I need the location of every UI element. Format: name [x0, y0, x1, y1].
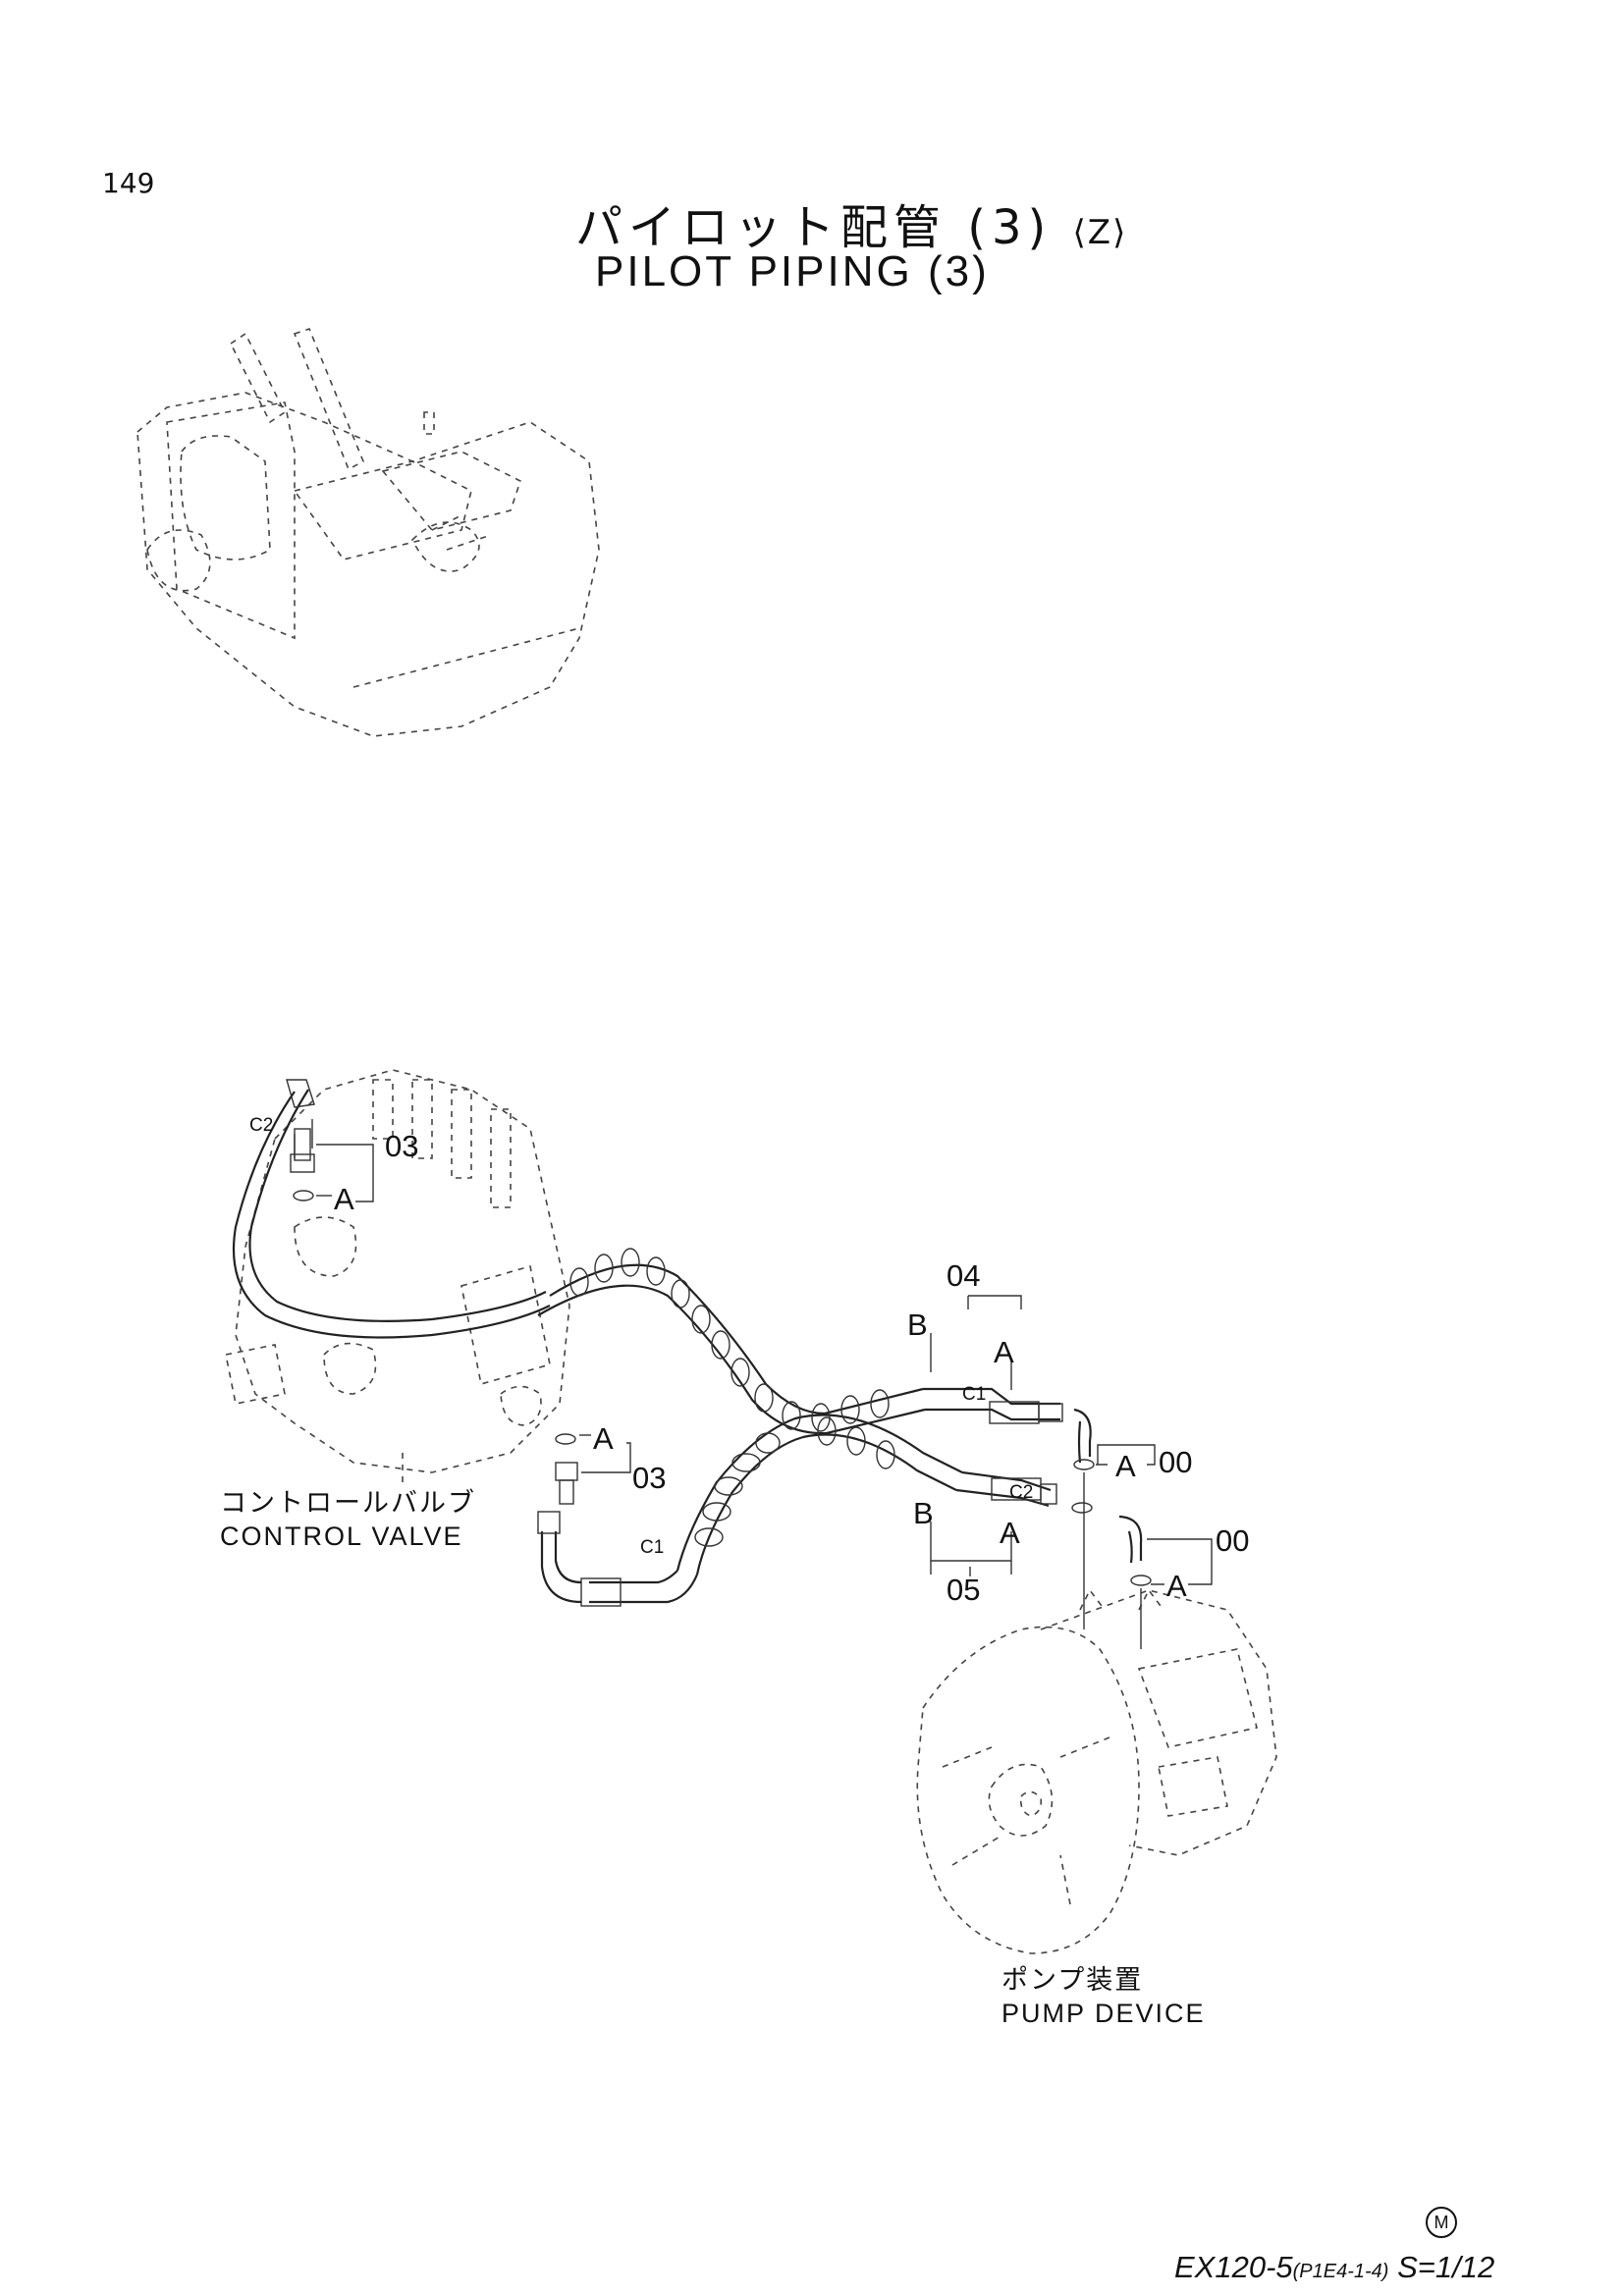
title-variant: ⟨Z⟩ [1072, 213, 1128, 252]
hose-assembly-04 [923, 1387, 1095, 1470]
label-ref-a-00-upper: A [1115, 1449, 1136, 1483]
title-japanese-text: パイロット配管 (3) [575, 200, 1053, 255]
label-c1-control-valve: C1 [640, 1537, 664, 1558]
control-valve-label-en: CONTROL VALVE [220, 1522, 463, 1551]
label-c1-04: C1 [962, 1384, 986, 1405]
footer-model: EX120-5 [1174, 2250, 1293, 2284]
control-valve-label-jp: コントロールバルブ [220, 1488, 476, 1518]
label-part-00-upper: 00 [1159, 1445, 1192, 1479]
fitting-03-lower [555, 1433, 578, 1505]
pump-device-label-jp: ポンプ装置 [1001, 1965, 1143, 1995]
maker-mark-icon: M [1426, 2207, 1457, 2238]
page-number: 149 [102, 167, 155, 199]
label-ref-b-04: B [907, 1308, 928, 1342]
fitting-03-upper [290, 1128, 315, 1201]
title-english: PILOT PIPING (3) [595, 247, 990, 295]
label-c2-05: C2 [1009, 1482, 1033, 1503]
coiled-hose-upper [537, 1263, 926, 1435]
label-part-03-lower: 03 [632, 1461, 666, 1495]
label-ref-a-cv-lower: A [593, 1421, 614, 1456]
pump-device-assembly [916, 1588, 1277, 1954]
callout-lines [316, 1144, 1213, 1585]
label-ref-a-upper: A [334, 1182, 354, 1216]
footer-model-code: EX120-5(P1E4-1-4) S=1/12 [1174, 2250, 1494, 2285]
label-part-05: 05 [947, 1573, 980, 1607]
hose-control-valve-left [232, 1091, 551, 1339]
label-part-00-lower: 00 [1216, 1523, 1249, 1558]
label-ref-a-04: A [994, 1335, 1014, 1369]
excavator-overview [136, 328, 600, 737]
label-part-03-upper: 03 [385, 1129, 418, 1163]
footer-code: (P1E4-1-4) [1292, 2261, 1389, 2282]
footer-scale: S=1/12 [1397, 2250, 1495, 2284]
coil-rings [569, 1248, 895, 1547]
label-ref-a-00-lower: A [1166, 1569, 1187, 1603]
title-japanese: パイロット配管 (3) ⟨Z⟩ [575, 188, 1127, 257]
label-c2-control-valve: C2 [249, 1115, 273, 1136]
label-ref-a-05: A [1000, 1516, 1020, 1550]
label-ref-b-05: B [913, 1496, 934, 1530]
hose-assembly-05 [955, 1470, 1152, 1586]
label-part-04: 04 [947, 1258, 980, 1293]
pump-device-label-en: PUMP DEVICE [1001, 1999, 1206, 2028]
